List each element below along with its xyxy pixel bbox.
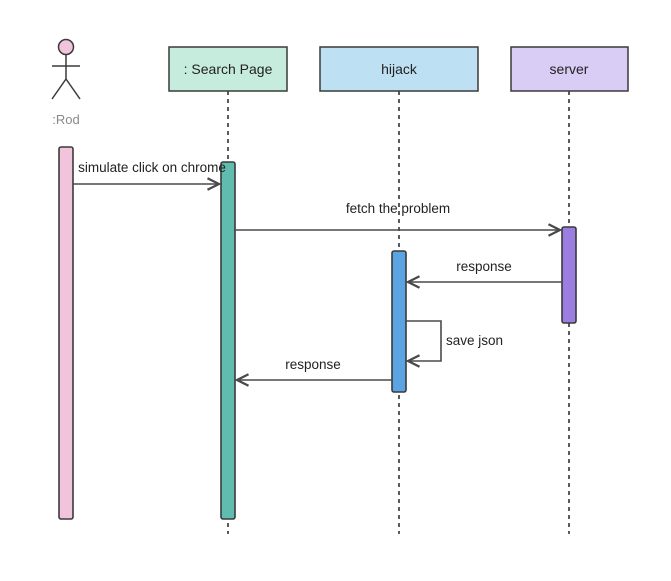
actor-label: :Rod [52, 112, 79, 127]
message-label: fetch the problem [346, 201, 450, 216]
activation-bar-rod [58, 146, 74, 520]
message-arrow [406, 320, 442, 361]
message-response-server: response [408, 259, 562, 282]
message-label: simulate click on chrome [78, 160, 226, 175]
activation-bar-search-page [220, 161, 236, 520]
participant-box [319, 46, 479, 92]
activation-bar-server [561, 226, 577, 324]
participant-label: hijack [381, 61, 418, 77]
participant-box [168, 46, 288, 92]
participant-label: server [550, 61, 589, 77]
participant-label: : Search Page [184, 61, 273, 77]
participant-box [510, 46, 629, 92]
message-label: response [456, 259, 512, 274]
participant-server: server [510, 46, 629, 92]
message-response-hijack: response [237, 357, 392, 380]
participant-search-page: : Search Page [168, 46, 288, 92]
participant-hijack: hijack [319, 46, 479, 92]
message-save-json: save json [406, 320, 503, 361]
actor-left-leg [51, 78, 67, 100]
message-fetch-problem: fetch the problem [235, 201, 560, 230]
message-label: save json [446, 333, 503, 348]
activation-bar-hijack [391, 250, 407, 393]
actor-head-icon [57, 38, 75, 56]
message-label: response [285, 357, 341, 372]
actor-rod: :Rod [51, 38, 81, 127]
message-simulate-click: simulate click on chrome [73, 160, 226, 184]
actor-right-leg [65, 78, 81, 100]
